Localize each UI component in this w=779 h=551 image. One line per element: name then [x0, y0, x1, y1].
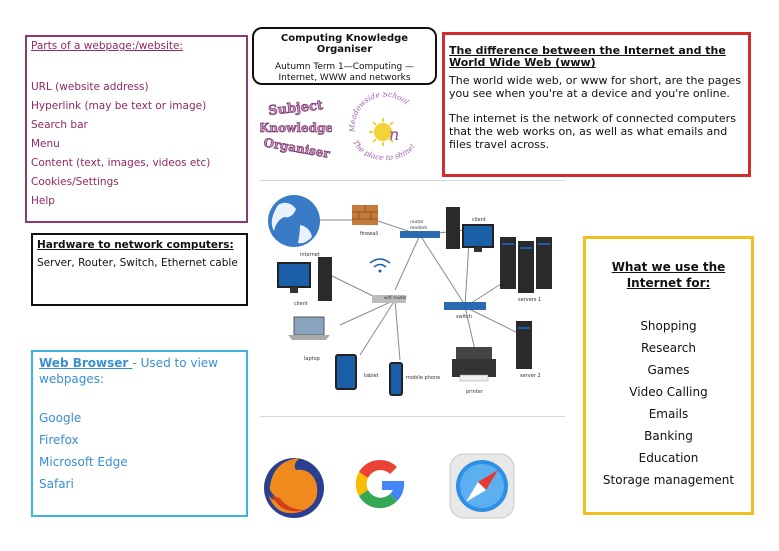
hardware-heading: Hardware to network computers:: [37, 239, 234, 251]
subtitle-line-1: Autumn Term 1—Computing —: [274, 62, 415, 72]
switch-icon: [444, 302, 486, 310]
firefox-icon: [264, 458, 324, 518]
label-wifi-router: wifi router: [384, 295, 407, 301]
svg-text:n: n: [389, 125, 399, 144]
meadowside-school-logo: Meadowside School n The place to shine!: [347, 92, 416, 162]
label-servers-1: servers 1: [518, 297, 541, 303]
divider-top: [260, 180, 565, 181]
uses-item: Storage management: [602, 473, 735, 487]
uses-item: Emails: [648, 407, 689, 421]
uses-item: Research: [640, 341, 697, 355]
web-browser-box: Web Browser - Used to view webpages: Goo…: [31, 350, 248, 517]
browser-item: Google: [39, 411, 82, 425]
difference-heading: The difference between the Internet and …: [449, 44, 726, 69]
label-laptop: laptop: [304, 356, 320, 362]
logo-word-knowledge: Knowledge: [260, 121, 332, 135]
parts-item: Hyperlink (may be text or image): [31, 100, 207, 112]
printer-icon: [452, 347, 496, 382]
label-tablet: tablet: [364, 373, 379, 379]
wifi-router-icon: [369, 258, 406, 303]
parts-item: Search bar: [31, 119, 88, 131]
hardware-text: Server, Router, Switch, Ethernet cable: [37, 257, 238, 269]
browser-heading-desc: - Used to view webpages:: [39, 356, 218, 386]
browser-heading: Web Browser - Used to view webpages:: [39, 355, 240, 387]
page-title: Computing Knowledge Organiser: [280, 33, 409, 55]
subject-knowledge-organiser-logo: Subject Knowledge Organiser: [260, 98, 332, 160]
internet-globe-icon: [268, 195, 320, 247]
uses-item: Shopping: [640, 319, 697, 333]
parts-item: Cookies/Settings: [31, 176, 119, 188]
uses-item: Video Calling: [629, 385, 708, 399]
safari-icon: [449, 453, 515, 519]
label-modem: modem: [410, 225, 427, 231]
browser-item: Microsoft Edge: [39, 455, 128, 469]
browser-logos: [264, 453, 515, 519]
uses-item: Banking: [644, 429, 693, 443]
firewall-icon: [352, 205, 378, 225]
label-switch: switch: [456, 314, 472, 320]
laptop-icon: [288, 316, 330, 340]
uses-item: Education: [638, 451, 699, 465]
label-server-2: server 2: [520, 373, 541, 379]
parts-item: Menu: [31, 138, 60, 150]
parts-item: Help: [31, 195, 55, 207]
label-client-left: client: [294, 301, 308, 307]
uses-item: Games: [647, 363, 690, 377]
browser-item: Safari: [39, 477, 74, 491]
client-computer-icon: [277, 257, 332, 301]
router-modem-icon: [400, 231, 440, 238]
parts-of-webpage-box: Parts of a webpage:/website: URL (websit…: [25, 35, 248, 223]
servers-icon: [500, 237, 552, 293]
subtitle-line-2: Internet, WWW and networks: [278, 73, 411, 83]
uses-heading-line-2: Internet for:: [626, 276, 711, 290]
difference-www-text: The world wide web, or www for short, ar…: [449, 74, 741, 100]
server-icon: [516, 321, 532, 369]
google-icon: [355, 459, 405, 509]
label-client-top: client: [472, 217, 486, 223]
label-router: router: [410, 219, 424, 225]
page-subtitle: Autumn Term 1—Computing — Internet, WWW …: [254, 62, 435, 84]
uses-heading-line-1: What we use the: [611, 260, 726, 274]
tablet-icon: [335, 354, 357, 390]
browser-heading-title: Web Browser: [39, 356, 133, 370]
uses-heading: What we use the Internet for:: [586, 259, 751, 291]
sun-icon: n: [369, 118, 399, 146]
internet-vs-www-box: The difference between the Internet and …: [442, 32, 751, 177]
label-mobile-phone: mobile phone: [406, 375, 440, 381]
network-diagram: internet firewall router modem client cl…: [268, 195, 552, 396]
divider-bottom: [260, 416, 565, 417]
logo-word-subject: Subject: [268, 98, 324, 119]
browser-item: Firefox: [39, 433, 79, 447]
logo-word-organiser: Organiser: [263, 135, 332, 160]
label-internet: internet: [300, 252, 320, 258]
mobile-phone-icon: [389, 362, 403, 396]
title-box: Computing Knowledge Organiser Autumn Ter…: [252, 27, 437, 85]
hardware-box: Hardware to network computers: Server, R…: [31, 233, 248, 306]
label-printer: printer: [466, 389, 484, 395]
parts-item: URL (website address): [31, 81, 149, 93]
client-computer-icon: [446, 207, 494, 252]
parts-item: Content (text, images, videos etc): [31, 157, 211, 169]
parts-heading: Parts of a webpage:/website:: [31, 40, 183, 52]
label-firewall: firewall: [360, 231, 378, 237]
difference-internet-text: The internet is the network of connected…: [449, 112, 736, 151]
internet-uses-box: What we use the Internet for: Shopping R…: [583, 236, 754, 515]
